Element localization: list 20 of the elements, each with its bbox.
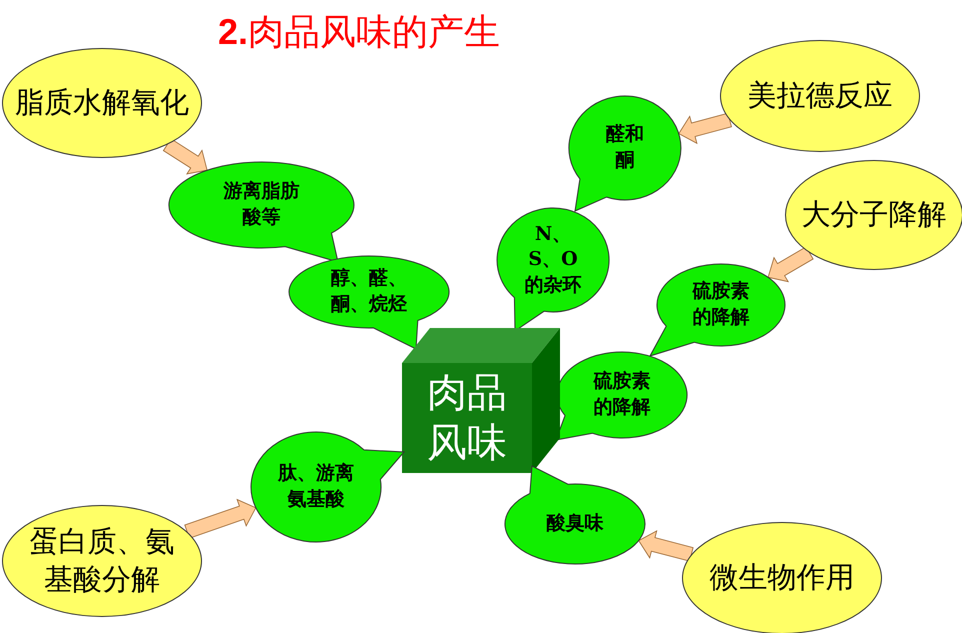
node-label: 醛和酮: [605, 122, 645, 173]
block-arrow: [162, 138, 208, 174]
node-label: 硫胺素的降解: [592, 369, 652, 420]
node-label: 大分子降解: [802, 196, 946, 234]
title: 2.肉品风味的产生: [218, 10, 500, 54]
node-label: 酸臭味: [546, 511, 604, 536]
node-label: 肽、游离氨基酸: [278, 461, 354, 512]
node-label: 美拉德反应: [748, 77, 892, 114]
node-label: 醇、醛、酮、烷烃: [330, 266, 408, 317]
node-label: 硫胺素的降解: [691, 279, 750, 330]
node-label: 微生物作用: [710, 559, 854, 596]
node-label: 肉品风味: [426, 369, 508, 468]
block-arrow: [184, 498, 256, 539]
block-arrow: [638, 530, 694, 562]
block-arrow: [678, 112, 732, 144]
node-label: 脂质水解氧化: [15, 84, 189, 122]
node-label: 游离脂肪酸等: [222, 179, 300, 230]
block-arrow: [768, 246, 814, 282]
node-label: 蛋白质、氨基酸分解: [28, 523, 176, 598]
node-label: N、S、O的杂环: [524, 222, 582, 298]
